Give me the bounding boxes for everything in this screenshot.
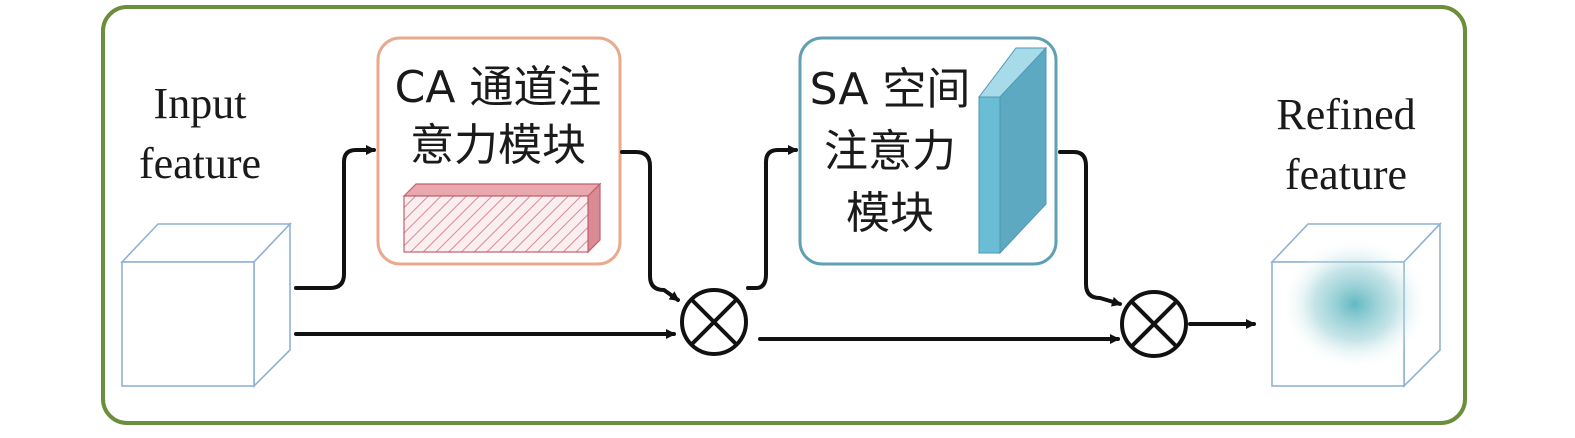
refined-label-line1: Refined: [1276, 90, 1415, 139]
refined-feature-cube: [1270, 221, 1442, 388]
multiply-operator-2: [1120, 290, 1188, 358]
input-feature-cube: [120, 221, 292, 388]
refined-feature-glow: [1281, 238, 1429, 370]
multiply-operator-1: [680, 288, 748, 356]
refined-label-line2: feature: [1285, 150, 1407, 199]
arrow-ca-to-mul1: [620, 150, 680, 302]
sa-label-line1: SA 空间: [810, 64, 971, 115]
ca-label-line1: CA 通道注: [395, 62, 602, 113]
outer-frame: [101, 5, 1467, 425]
input-label-line1: Input: [154, 79, 247, 128]
connectors: [294, 145, 1256, 344]
arrow-input-to-ca: [294, 145, 376, 290]
input-feature-label: Input feature: [139, 79, 261, 188]
spatial-attention-block: [977, 46, 1048, 255]
input-label-line2: feature: [139, 139, 261, 188]
sa-label-line3: 模块: [846, 188, 934, 239]
arrow-sa-to-mul2: [1058, 150, 1122, 307]
channel-attention-block: [402, 182, 602, 254]
arrow-mul1-to-sa: [746, 145, 798, 290]
ca-label-line2: 意力模块: [410, 120, 586, 171]
refined-feature-label: Refined feature: [1276, 90, 1415, 199]
sa-label-line2: 注意力: [824, 126, 956, 177]
ca-module: CA 通道注 意力模块: [376, 36, 622, 266]
sa-module: SA 空间 注意力 模块: [798, 36, 1058, 266]
